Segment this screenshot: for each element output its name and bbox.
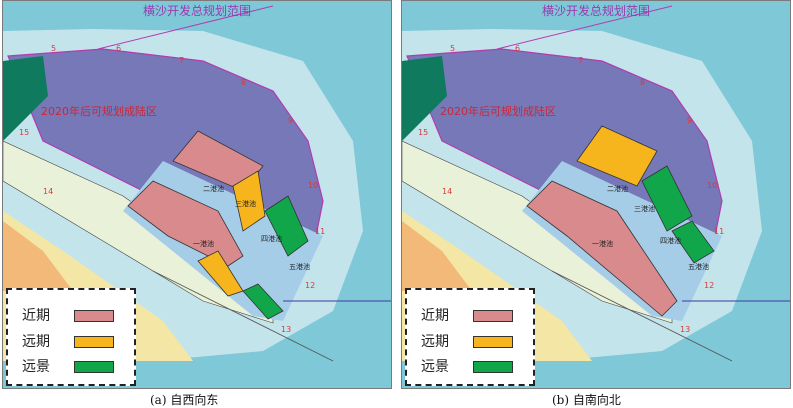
- basin-label: 二港池: [607, 184, 628, 193]
- point-label: 6: [515, 44, 520, 53]
- boundary-line: [496, 5, 673, 50]
- basin-label: 三港池: [235, 199, 256, 208]
- legend-swatch-long: [473, 336, 513, 348]
- boundary-label: 横沙开发总规划范围: [542, 3, 650, 18]
- point-label: 7: [578, 56, 583, 65]
- near-term-zone-2: [172, 130, 264, 192]
- point-label: 12: [704, 281, 714, 290]
- point-label: 5: [51, 44, 56, 53]
- legend-row-vision: 远景: [421, 358, 531, 376]
- point-labels: 5 6 7 8 9 10 11 12 13 14 15: [418, 44, 724, 334]
- map-panel-west-to-east: 5 6 7 8 9 10 11 12 13 14 15 横沙开发总规划范围 20…: [2, 0, 392, 389]
- legend-row-near: 近期: [22, 307, 132, 325]
- area-label: 2020年后可规划成陆区: [440, 104, 556, 118]
- legend-label: 远景: [22, 359, 50, 375]
- boundary-label: 横沙开发总规划范围: [143, 3, 251, 18]
- legend-row-long: 远期: [22, 333, 132, 351]
- legend-label: 远期: [421, 334, 449, 350]
- orange-land: [3, 221, 73, 291]
- near-term-zone: [127, 180, 244, 267]
- boundary-line: [97, 5, 274, 50]
- basin-label: 五港池: [688, 262, 709, 271]
- legend-row-near: 近期: [421, 307, 531, 325]
- near-term-zone: [526, 180, 678, 317]
- legend-swatch-vision: [74, 361, 114, 373]
- vision-zone-2: [671, 220, 715, 264]
- legend-swatch-near: [74, 310, 114, 322]
- basin-label: 五港池: [289, 262, 310, 271]
- legend-row-vision: 远景: [22, 358, 132, 376]
- point-label: 8: [640, 78, 645, 87]
- point-label: 9: [288, 116, 293, 125]
- basin-labels: 一港池 二港池 三港池 四港池 五港池: [193, 184, 310, 271]
- point-label: 11: [315, 227, 325, 236]
- orange-land: [402, 221, 472, 291]
- legend: 近期 远期 远景: [6, 288, 136, 386]
- basin-labels: 一港池 二港池 三港池 四港池 五港池: [592, 184, 709, 271]
- point-label: 15: [19, 128, 29, 137]
- legend-swatch-near: [473, 310, 513, 322]
- point-label: 11: [714, 227, 724, 236]
- point-label: 9: [687, 116, 692, 125]
- green-area: [3, 56, 48, 141]
- point-label: 13: [680, 325, 690, 334]
- area-label: 2020年后可规划成陆区: [41, 104, 157, 118]
- basin-label: 二港池: [203, 184, 224, 193]
- legend-row-long: 远期: [421, 333, 531, 351]
- point-label: 14: [43, 187, 53, 196]
- point-label: 8: [241, 78, 246, 87]
- road-line: [152, 270, 334, 362]
- point-label: 13: [281, 325, 291, 334]
- vision-zone-2: [242, 283, 284, 320]
- point-label: 10: [707, 181, 717, 190]
- road-line: [551, 270, 733, 362]
- legend-swatch-long: [74, 336, 114, 348]
- point-label: 14: [442, 187, 452, 196]
- basin-label: 一港池: [592, 239, 613, 248]
- point-label: 10: [308, 181, 318, 190]
- basin-label: 四港池: [660, 236, 681, 245]
- vision-zone: [641, 165, 693, 232]
- point-label: 5: [450, 44, 455, 53]
- point-label: 15: [418, 128, 428, 137]
- map-a-svg: 5 6 7 8 9 10 11 12 13 14 15 横沙开发总规划范围 20…: [3, 1, 391, 388]
- legend-label: 远景: [421, 359, 449, 375]
- green-area: [402, 56, 447, 141]
- caption-a: (a) 自西向东: [150, 393, 219, 407]
- legend-label: 远期: [22, 334, 50, 350]
- legend-swatch-vision: [473, 361, 513, 373]
- basin-label: 四港池: [261, 234, 282, 243]
- point-label: 12: [305, 281, 315, 290]
- vision-zone: [264, 195, 309, 257]
- caption-b: (b) 自南向北: [552, 393, 621, 407]
- map-panel-south-to-north: 5 6 7 8 9 10 11 12 13 14 15 横沙开发总规划范围 20…: [401, 0, 791, 389]
- basin-label: 一港池: [193, 239, 214, 248]
- legend-label: 近期: [22, 308, 50, 324]
- point-label: 7: [179, 56, 184, 65]
- long-term-zone: [232, 170, 266, 232]
- basin-label: 三港池: [634, 204, 655, 213]
- point-label: 6: [116, 44, 121, 53]
- legend: 近期 远期 远景: [405, 288, 535, 386]
- point-labels: 5 6 7 8 9 10 11 12 13 14 15: [19, 44, 325, 334]
- long-term-zone: [576, 125, 658, 187]
- legend-label: 近期: [421, 308, 449, 324]
